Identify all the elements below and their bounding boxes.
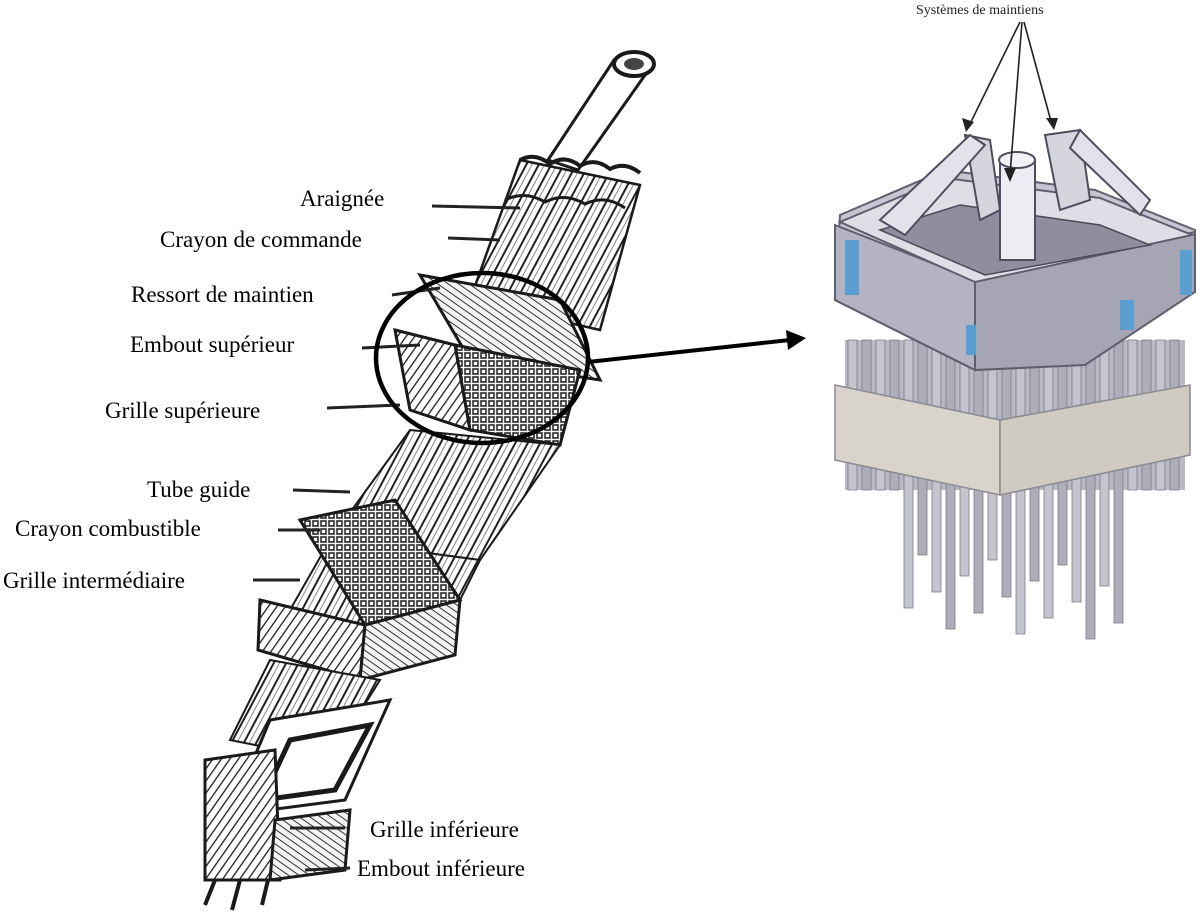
label-crayon-combustible: Crayon combustible	[15, 516, 201, 541]
zoom-circle	[373, 270, 591, 446]
intermediate-grid	[256, 498, 463, 682]
top-nozzle-detail	[833, 21, 1196, 640]
zoom-arrow	[587, 330, 806, 364]
detail-rod	[1113, 339, 1124, 624]
spider-assembly	[468, 154, 642, 332]
label-grille-intermediaire: Grille intermédiaire	[3, 568, 186, 593]
label-grille-inferieure: Grille inférieure	[370, 817, 519, 842]
label-araignee: Araignée	[300, 186, 385, 211]
bottom-nozzle	[203, 698, 393, 911]
label-embout-superieur: Embout supérieur	[130, 332, 295, 357]
drive-rod	[545, 50, 656, 172]
hold-down-arrows	[967, 21, 1053, 176]
label-crayon-de-commande: Crayon de commande	[160, 227, 362, 252]
label-grille-superieure: Grille supérieure	[105, 398, 261, 423]
label-tube-guide: Tube guide	[147, 477, 251, 502]
upper-nozzle	[393, 272, 603, 447]
detail-rod	[1085, 339, 1096, 640]
label-ressort-de-maintien: Ressort de maintien	[131, 282, 314, 307]
label-embout-inferieure: Embout inférieure	[357, 856, 525, 881]
label-systemes-de-maintiens: Systèmes de maintiens	[916, 3, 1044, 18]
